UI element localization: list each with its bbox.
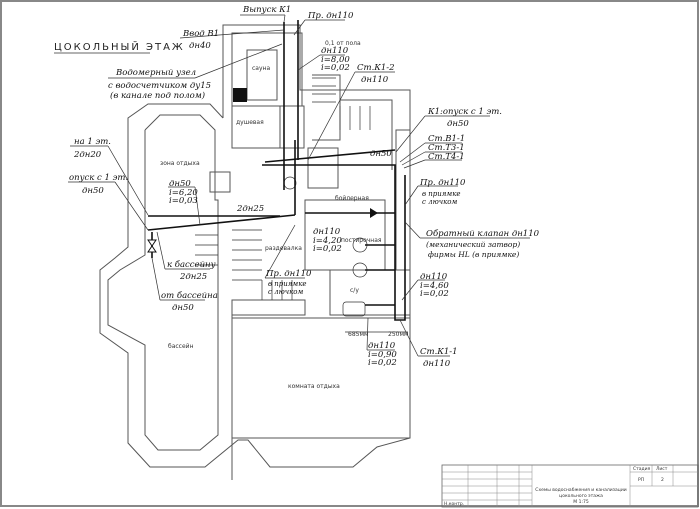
k1-drop-label: К1:опуск с 1 эт. bbox=[427, 107, 502, 117]
meter-label-2: с водосчетчиком ду15 bbox=[108, 81, 211, 91]
check-valve-label-2: (механический затвор) bbox=[426, 240, 520, 249]
sauna-heater bbox=[233, 88, 247, 102]
riser-t3-1: Ст.Т3-1 bbox=[428, 143, 465, 153]
from-pool-size: дн50 bbox=[172, 303, 194, 313]
room-wc: с/у bbox=[350, 287, 359, 294]
stage-header: Стадия bbox=[633, 466, 651, 472]
to-first-floor-size: 2дн20 bbox=[73, 150, 102, 160]
meter-label: Водомерный узел bbox=[115, 68, 196, 78]
dn50-label: дн50 bbox=[370, 149, 392, 159]
stage-value: РП bbox=[638, 477, 644, 483]
room-laundry: постирочная bbox=[341, 237, 382, 244]
room-dressing: раздевалка bbox=[265, 245, 302, 252]
check-valve-label: Обратный клапан дн110 bbox=[426, 228, 540, 239]
to-first-floor-label: на 1 эт. bbox=[74, 137, 111, 147]
sink-fixture bbox=[342, 301, 366, 317]
valve-icon bbox=[147, 239, 157, 253]
pipe-bottom-length: i=0,90 bbox=[368, 350, 397, 360]
pipe-wc-length: i=4,60 bbox=[420, 281, 449, 291]
pr-right-label-2: в приямке bbox=[422, 190, 461, 198]
room-lounge: комната отдыха bbox=[288, 383, 340, 390]
inlet-label: Ввод В1 bbox=[182, 29, 219, 39]
drop-first-floor-label: опуск с 1 эт. bbox=[69, 173, 128, 183]
drawing-name: Схемы водоснабжения и канализации bbox=[535, 487, 626, 493]
to-pool-label: к бассейну bbox=[167, 259, 216, 270]
room-shower: душевая bbox=[236, 119, 264, 126]
pipe-network bbox=[147, 20, 406, 321]
sheet-header: Лист bbox=[656, 466, 668, 472]
pipe-laundry-length: i=4,20 bbox=[313, 236, 342, 246]
riser-k1-1: Ст.К1-1 bbox=[420, 347, 458, 357]
pr-mid-label: Пр. дн110 bbox=[265, 269, 312, 279]
signer-label: Н.контр. bbox=[444, 501, 464, 507]
riser-k1-1-size: дн110 bbox=[423, 359, 451, 369]
from-pool-label: от бассейна bbox=[161, 290, 218, 301]
drawing-scale: М 1:75 bbox=[573, 499, 589, 505]
pr-right-label-3: с лючком bbox=[422, 198, 458, 206]
room-sauna: сауна bbox=[252, 65, 270, 72]
pr-mid-label-2: в приямке bbox=[268, 280, 307, 288]
pipe-bottom-size: дн110 bbox=[368, 341, 396, 351]
check-valve-icon bbox=[370, 208, 378, 218]
meter-label-3: (в канале под полом) bbox=[110, 90, 205, 101]
room-rest-zone: зона отдыха bbox=[160, 160, 200, 167]
pipe-left-size: дн50 bbox=[169, 179, 191, 189]
check-valve-label-3: фирмы HL (в приямке) bbox=[428, 250, 519, 259]
pipe-wc-slope: i=0,02 bbox=[420, 289, 449, 299]
pipe-wc-size: дн110 bbox=[420, 272, 448, 282]
dn25-label: 2дн25 bbox=[236, 204, 264, 214]
pipe-laundry-slope: i=0,02 bbox=[313, 244, 342, 254]
pr-top-label: Пр. дн110 bbox=[307, 11, 354, 21]
pr-right-label: Пр. дн110 bbox=[419, 178, 466, 188]
pipe-top-size: дн110 bbox=[321, 46, 349, 56]
drop-first-floor-size: дн50 bbox=[82, 186, 104, 196]
outlet-label: Выпуск К1 bbox=[242, 5, 291, 15]
riser-b1-1: Ст.В1-1 bbox=[428, 134, 465, 144]
drawing-title: ЦОКОЛЬНЫЙ ЭТАЖ bbox=[54, 40, 185, 53]
sheet-number: 2 bbox=[661, 477, 664, 483]
to-pool-size: 2дн25 bbox=[179, 272, 207, 282]
floor-offset-label: 0,1 от пола bbox=[325, 40, 361, 47]
riser-k1-2-size: дн110 bbox=[361, 75, 389, 85]
dim-685: 685мм bbox=[348, 331, 369, 338]
leader-lines bbox=[68, 14, 530, 357]
pr-mid-label-3: с лючком bbox=[268, 288, 304, 296]
title-block: Стадия Лист РП 2 Схемы водоснабжения и к… bbox=[441, 464, 699, 508]
k1-drop-size: дн50 bbox=[447, 119, 469, 129]
room-pool: бассейн bbox=[168, 343, 194, 350]
pipe-laundry-size: дн110 bbox=[313, 227, 341, 237]
room-boiler: бойлерная bbox=[335, 195, 369, 202]
riser-k1-2: Ст.К1-2 bbox=[357, 63, 395, 73]
pipe-bottom-slope: i=0,02 bbox=[368, 358, 397, 368]
pipe-top-length: i=8,00 bbox=[321, 55, 350, 65]
pipe-left-length: i=6,20 bbox=[169, 188, 198, 198]
dim-250: 250мм bbox=[388, 331, 409, 338]
pipe-top-slope: i=0,02 bbox=[321, 63, 350, 73]
pipe-left-slope: i=0,03 bbox=[169, 196, 198, 206]
drawing-name-2: цокольного этажа bbox=[559, 494, 603, 499]
inlet-size: дн40 bbox=[189, 41, 211, 51]
riser-t4-1: Ст.Т4-1 bbox=[428, 152, 465, 162]
building-walls bbox=[99, 24, 411, 480]
